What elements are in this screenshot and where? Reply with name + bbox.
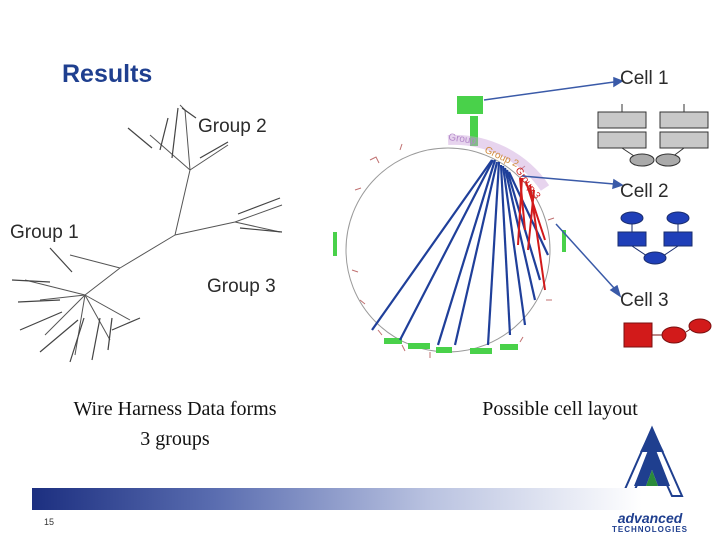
dendrogram — [24, 104, 283, 356]
cell-2-label: Cell 2 — [620, 181, 669, 202]
dendrogram-leaf-labels — [11, 107, 283, 363]
group-1-label: Group 1 — [10, 222, 79, 243]
slide-title: Results — [62, 60, 153, 88]
group-links-blue — [371, 159, 549, 346]
left-caption: Wire Harness Data forms 3 groups — [20, 394, 330, 454]
left-caption-line-2: 3 groups — [140, 428, 210, 450]
right-caption: Possible cell layout — [482, 398, 638, 420]
circular-graph: Group Group 2 Group 3 — [333, 96, 566, 358]
svg-text:Group: Group — [448, 132, 477, 147]
cell-1-label: Cell 1 — [620, 68, 669, 89]
company-logo-text: advanced TECHNOLOGIES — [604, 510, 696, 535]
cell-3-diagram — [623, 318, 712, 348]
green-clusters — [333, 96, 566, 354]
cell-3-label: Cell 3 — [620, 290, 669, 311]
cell-pointers — [483, 76, 624, 298]
logo-sub: TECHNOLOGIES — [611, 525, 688, 534]
company-logo-emblem — [620, 425, 684, 497]
group-2-label: Group 2 — [198, 116, 267, 137]
logo-word: advanced — [617, 510, 683, 526]
cell-2-diagram — [617, 211, 693, 265]
page-number: 15 — [44, 517, 55, 527]
cell-1-diagram — [597, 104, 709, 167]
group-3-label: Group 3 — [207, 276, 276, 297]
group-links-red — [517, 177, 546, 291]
footer-gradient-bar — [32, 488, 642, 510]
left-caption-line-1: Wire Harness Data forms — [73, 398, 277, 420]
